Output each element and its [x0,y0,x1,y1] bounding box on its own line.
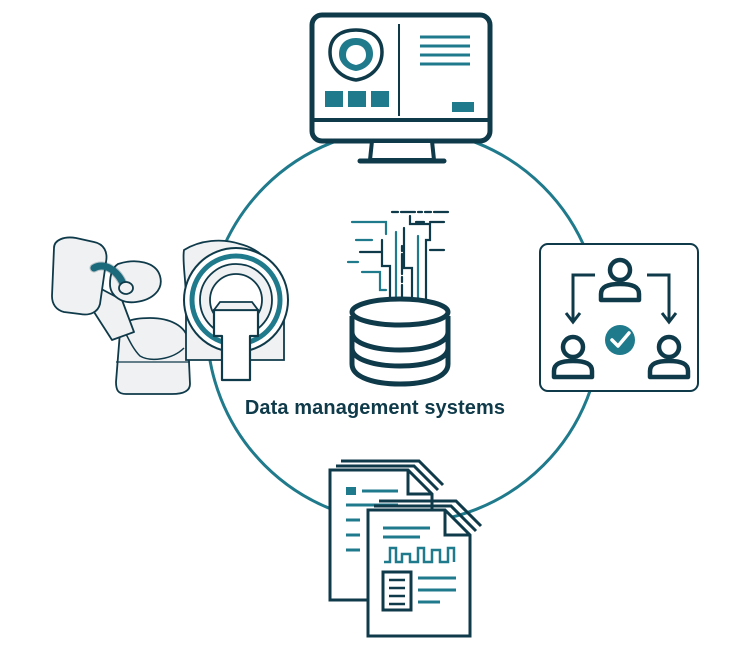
document-front [366,499,483,638]
screen-button [452,102,474,112]
imaging-gantry-icon [182,239,289,382]
document-chart-line [384,546,456,564]
check-circle-icon [605,325,635,355]
screen-tile-3 [371,91,389,107]
person-icon-top [598,257,642,303]
screen-text-lines [420,35,470,66]
treatment-machine-icon [51,236,289,395]
document-table [381,570,413,612]
person-icon-left [551,334,595,380]
screen-tile-2 [348,91,366,107]
center-label: Data management systems [244,397,506,419]
report-documents-icon [328,459,483,638]
screen-shield-icon [328,28,384,82]
workflow-arrows [564,273,678,325]
approval-workflow-icon [539,243,699,392]
screen-tile-1 [325,91,343,107]
database-icon [346,210,452,387]
dashboard-monitor-icon [309,12,493,164]
robotic-arm-icon [51,236,191,395]
person-icon-right [647,334,691,380]
data-stream-lines [346,210,452,306]
